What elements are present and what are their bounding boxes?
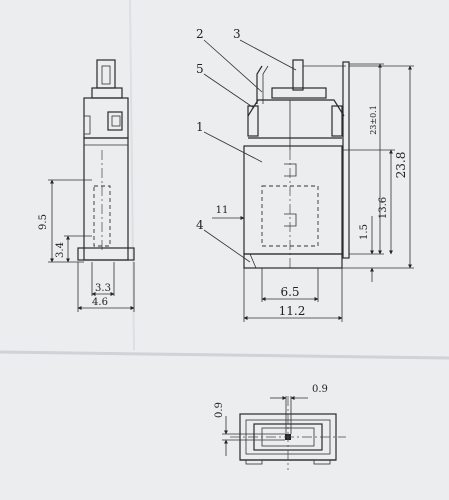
dim-11-2: 11.2 [279,304,306,318]
callout-4: 4 [196,218,204,232]
front-cap [271,87,327,99]
side-view: 9.5 3.4 3.3 4.6 [38,59,135,312]
dim-11: 11 [216,205,229,216]
paper-fold-line [0,350,449,360]
dim-1-5: 1.5 [359,224,370,240]
dim-23-8: 23.8 [394,152,408,179]
side-clip-right [331,105,343,137]
dim-3-4: 3.4 [55,242,66,258]
front-head [247,99,345,117]
left-terminal [256,65,263,104]
callout-2: 2 [196,27,204,41]
bottom-view: 0.9 0.9 [214,384,346,470]
paper-crease [129,0,135,351]
part-callouts: 2 3 5 1 4 [196,27,297,263]
callout-5: 5 [196,62,204,76]
dim-0-9-horizontal: 0.9 [312,384,328,395]
dim-13-6: 13.6 [378,197,389,219]
dim-0-9-vertical: 0.9 [214,402,225,418]
front-view: 23±0.1 23.8 13.6 1.5 11 6.5 11.2 [212,59,414,322]
side-clip-left [247,105,259,137]
dim-6-5: 6.5 [280,285,299,299]
dim-9-5: 9.5 [38,214,49,230]
dim-3-3: 3.3 [95,283,111,294]
dim-4-6: 4.6 [92,297,108,308]
side-body [83,137,129,261]
callout-3: 3 [233,27,241,41]
side-collar [91,87,123,99]
center-terminal [292,59,304,91]
side-base [77,247,135,261]
right-terminal [342,61,350,259]
callout-1: 1 [196,120,204,134]
front-base [243,253,343,269]
dim-23-tol: 23±0.1 [369,105,378,135]
front-body [243,145,343,255]
